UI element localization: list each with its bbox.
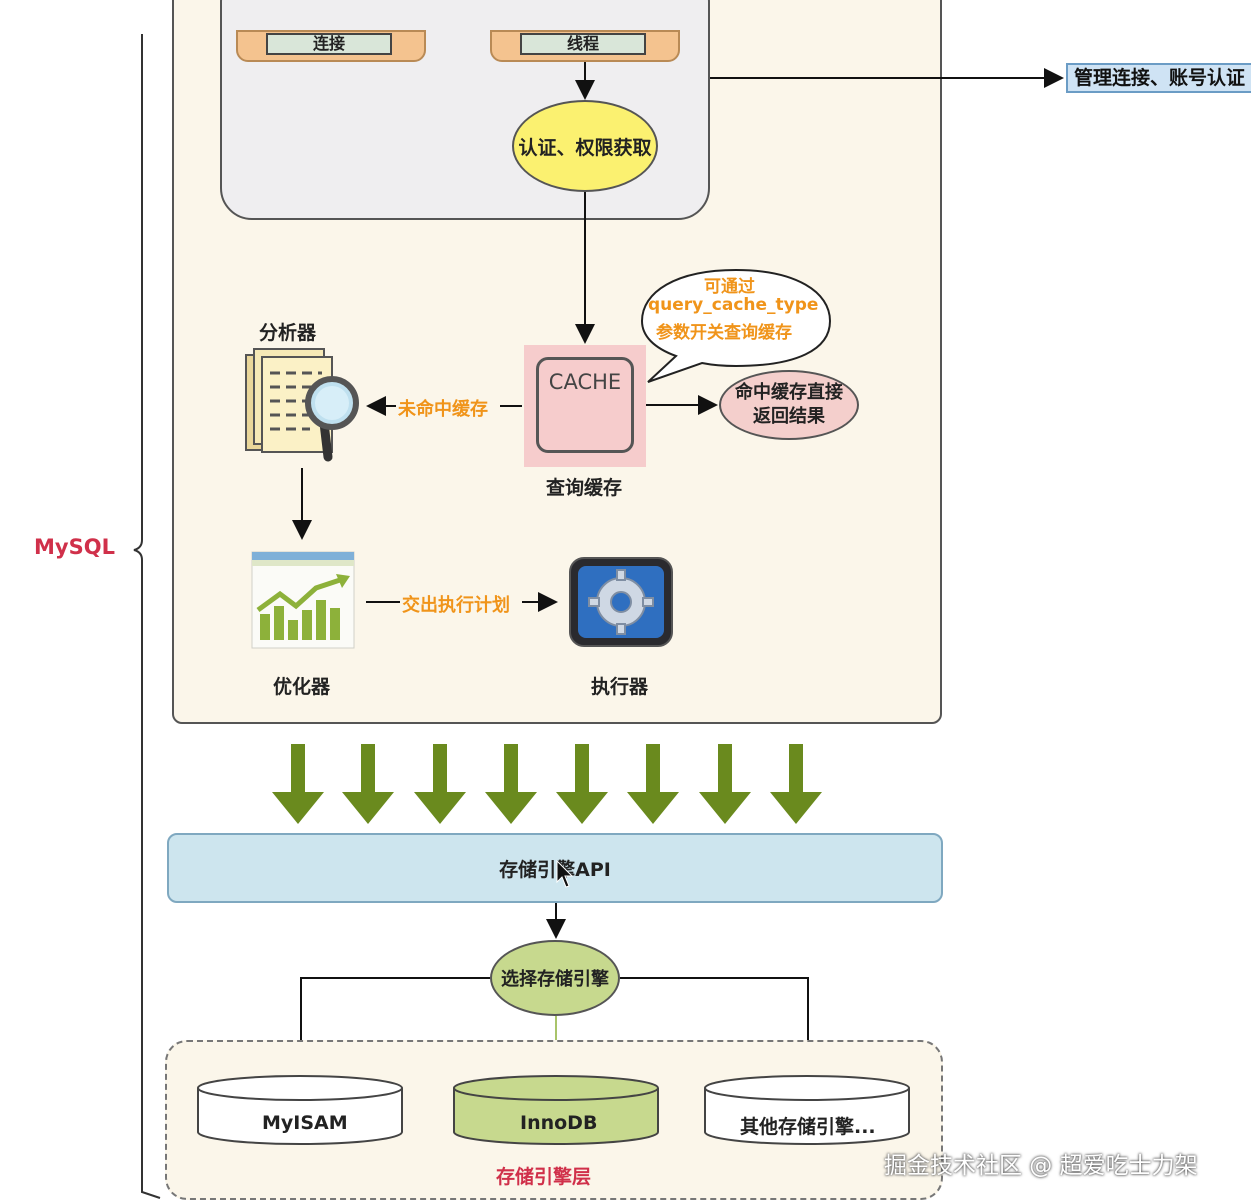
auth-label: 认证、权限获取 [518, 136, 652, 159]
mysql-bracket [133, 34, 161, 1199]
hit-line-1: 命中缓存直接 [735, 382, 843, 403]
cache-caption: 查询缓存 [546, 477, 623, 499]
other-engine-label: 其他存储引擎... [740, 1116, 876, 1138]
mysql-label: MySQL [34, 535, 115, 559]
green-down-arrows [272, 744, 822, 824]
watermark: 掘金技术社区 @ 超爱吃士力架 [884, 1153, 1198, 1179]
execution-plan-label: 交出执行计划 [402, 595, 510, 616]
innodb-cylinder [453, 1075, 659, 1145]
bubble-line-1: 可通过 [704, 277, 755, 297]
thread-label: 线程 [520, 33, 646, 55]
auth-ellipse: 认证、权限获取 [512, 100, 658, 192]
management-label: 管理连接、账号认证 [1066, 63, 1251, 93]
cache-hit-ellipse: 命中缓存直接 返回结果 [719, 370, 859, 440]
select-engine-ellipse: 选择存储引擎 [490, 940, 620, 1016]
optimizer-chart-icon [251, 551, 355, 649]
cache-miss-label: 未命中缓存 [398, 399, 488, 420]
other-engine-cylinder [704, 1075, 910, 1145]
mouse-cursor-icon [556, 860, 574, 888]
executor-label: 执行器 [591, 676, 649, 698]
bubble-line-2: query_cache_type [648, 295, 819, 315]
myisam-label: MyISAM [262, 1112, 348, 1134]
select-engine-label: 选择存储引擎 [501, 969, 609, 990]
cache-speech-bubble [640, 268, 832, 383]
storage-engine-api-label: 存储引擎API [499, 858, 611, 881]
cache-box: CACHE [536, 357, 634, 453]
storage-layer-label: 存储引擎层 [496, 1166, 592, 1188]
executor-gear-icon [569, 557, 673, 647]
storage-engine-api-box: 存储引擎API [167, 833, 943, 903]
bubble-line-3: 参数开关查询缓存 [656, 323, 792, 343]
optimizer-label: 优化器 [273, 676, 331, 698]
analyzer-label: 分析器 [259, 322, 317, 344]
hit-line-2: 返回结果 [753, 406, 825, 427]
thread-tag: 线程 [490, 30, 680, 62]
innodb-label: InnoDB [520, 1112, 598, 1134]
myisam-cylinder [197, 1075, 403, 1145]
connection-tag: 连接 [236, 30, 426, 62]
connection-label: 连接 [266, 33, 392, 55]
analyzer-document-search-icon [245, 348, 359, 462]
